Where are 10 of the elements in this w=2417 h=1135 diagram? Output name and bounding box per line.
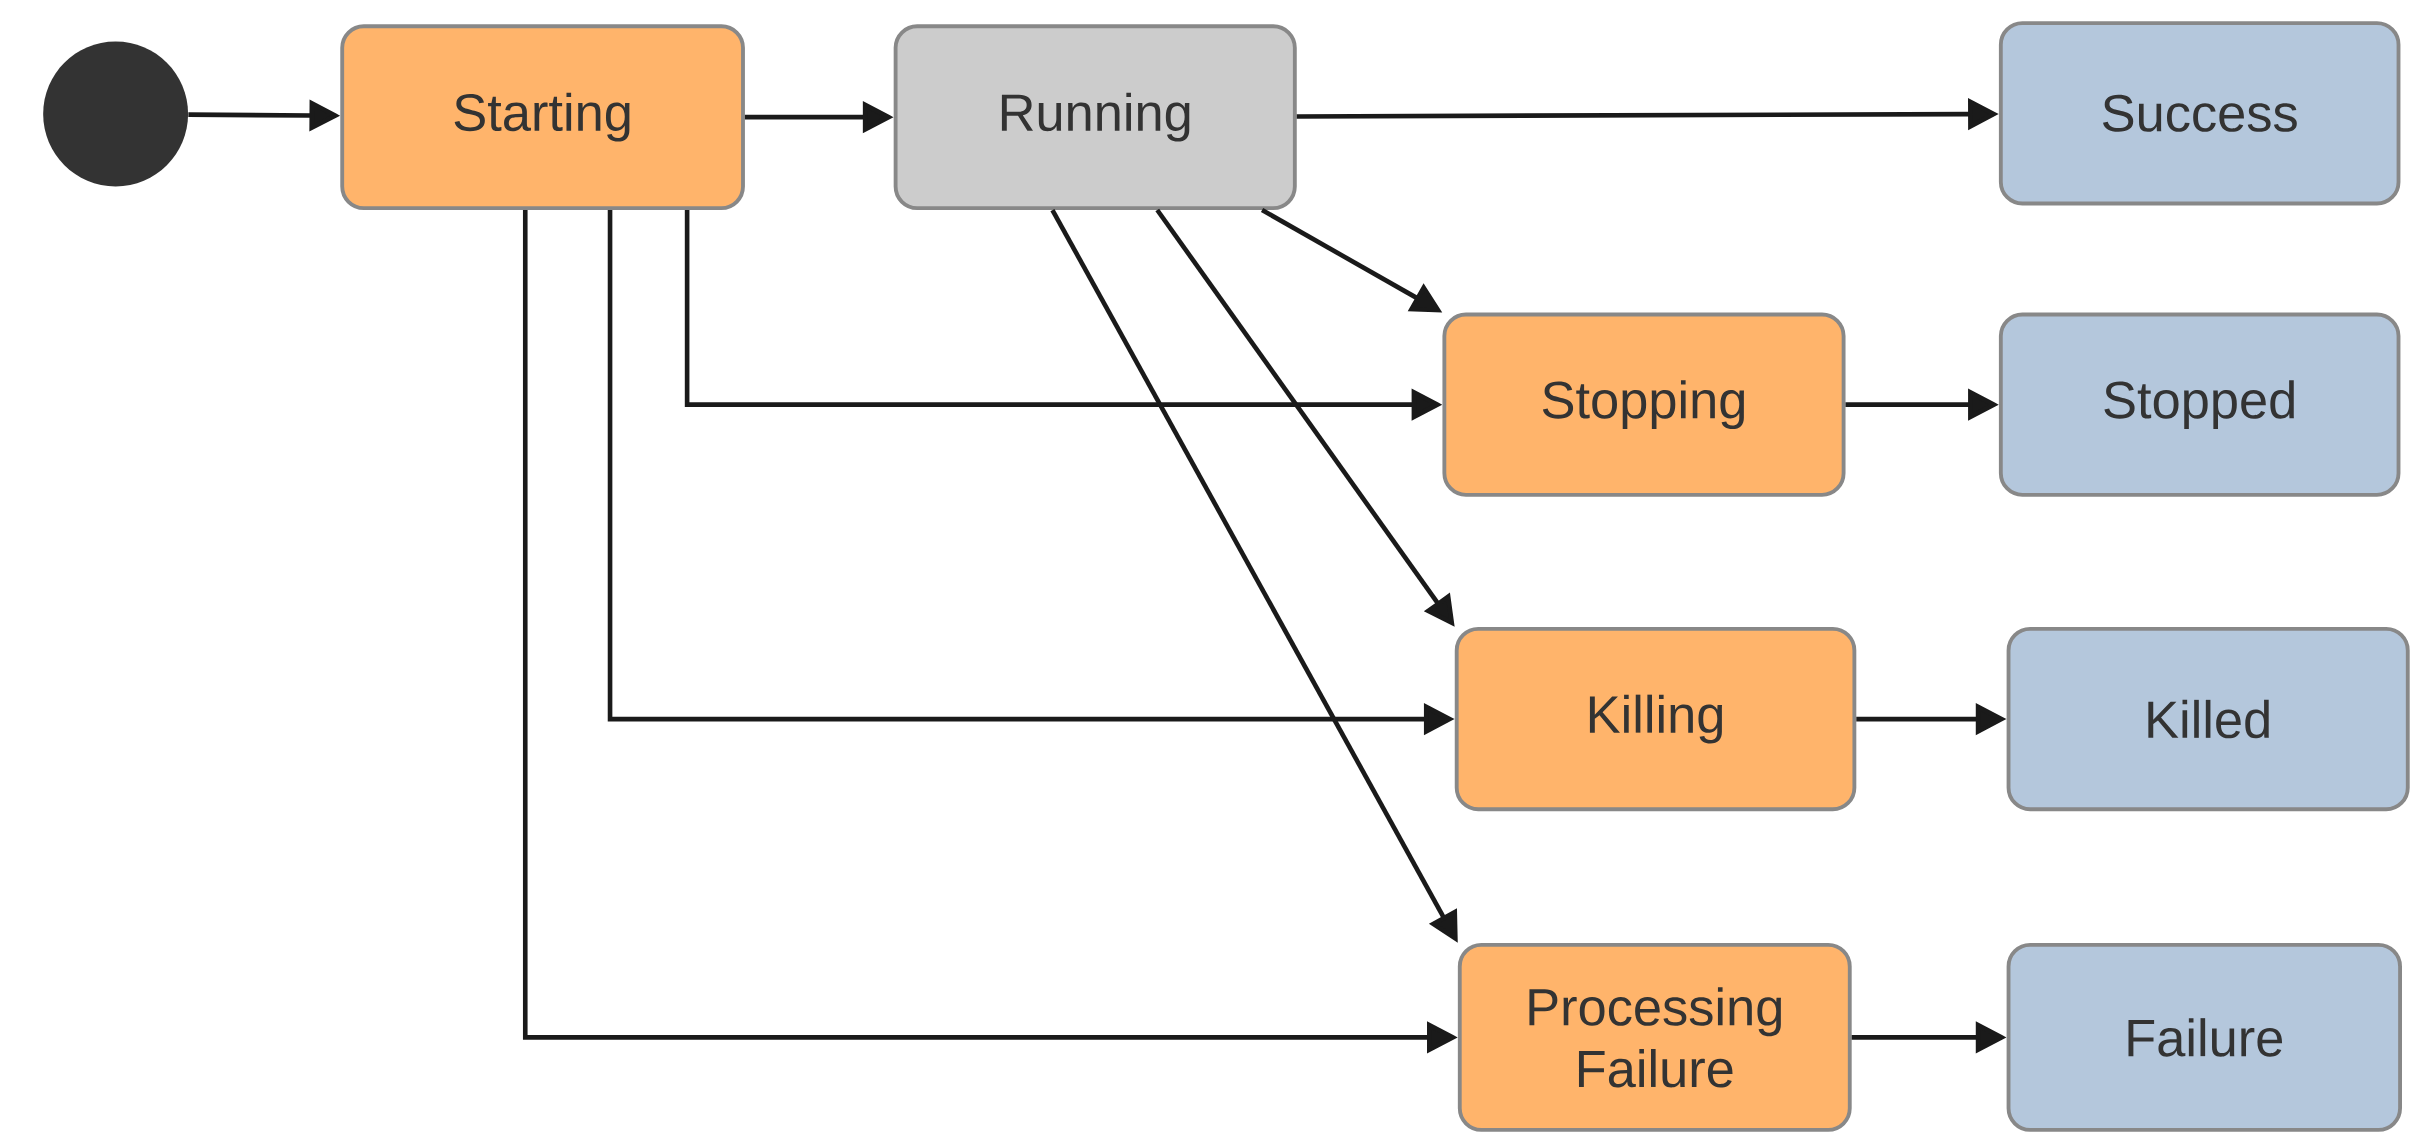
state-box: Killing — [1454, 627, 1857, 812]
state-box: Failure — [2006, 943, 2402, 1133]
state-box: Success — [1998, 21, 2401, 206]
state-box: Running — [893, 24, 1297, 211]
state-box: Stopped — [1998, 312, 2401, 497]
state-box: Stopping — [1442, 312, 1846, 497]
state-box: Processing Failure — [1457, 943, 1852, 1133]
state-box: Starting — [340, 24, 745, 211]
state-box: Killed — [2006, 627, 2410, 812]
start-circle — [43, 41, 189, 187]
